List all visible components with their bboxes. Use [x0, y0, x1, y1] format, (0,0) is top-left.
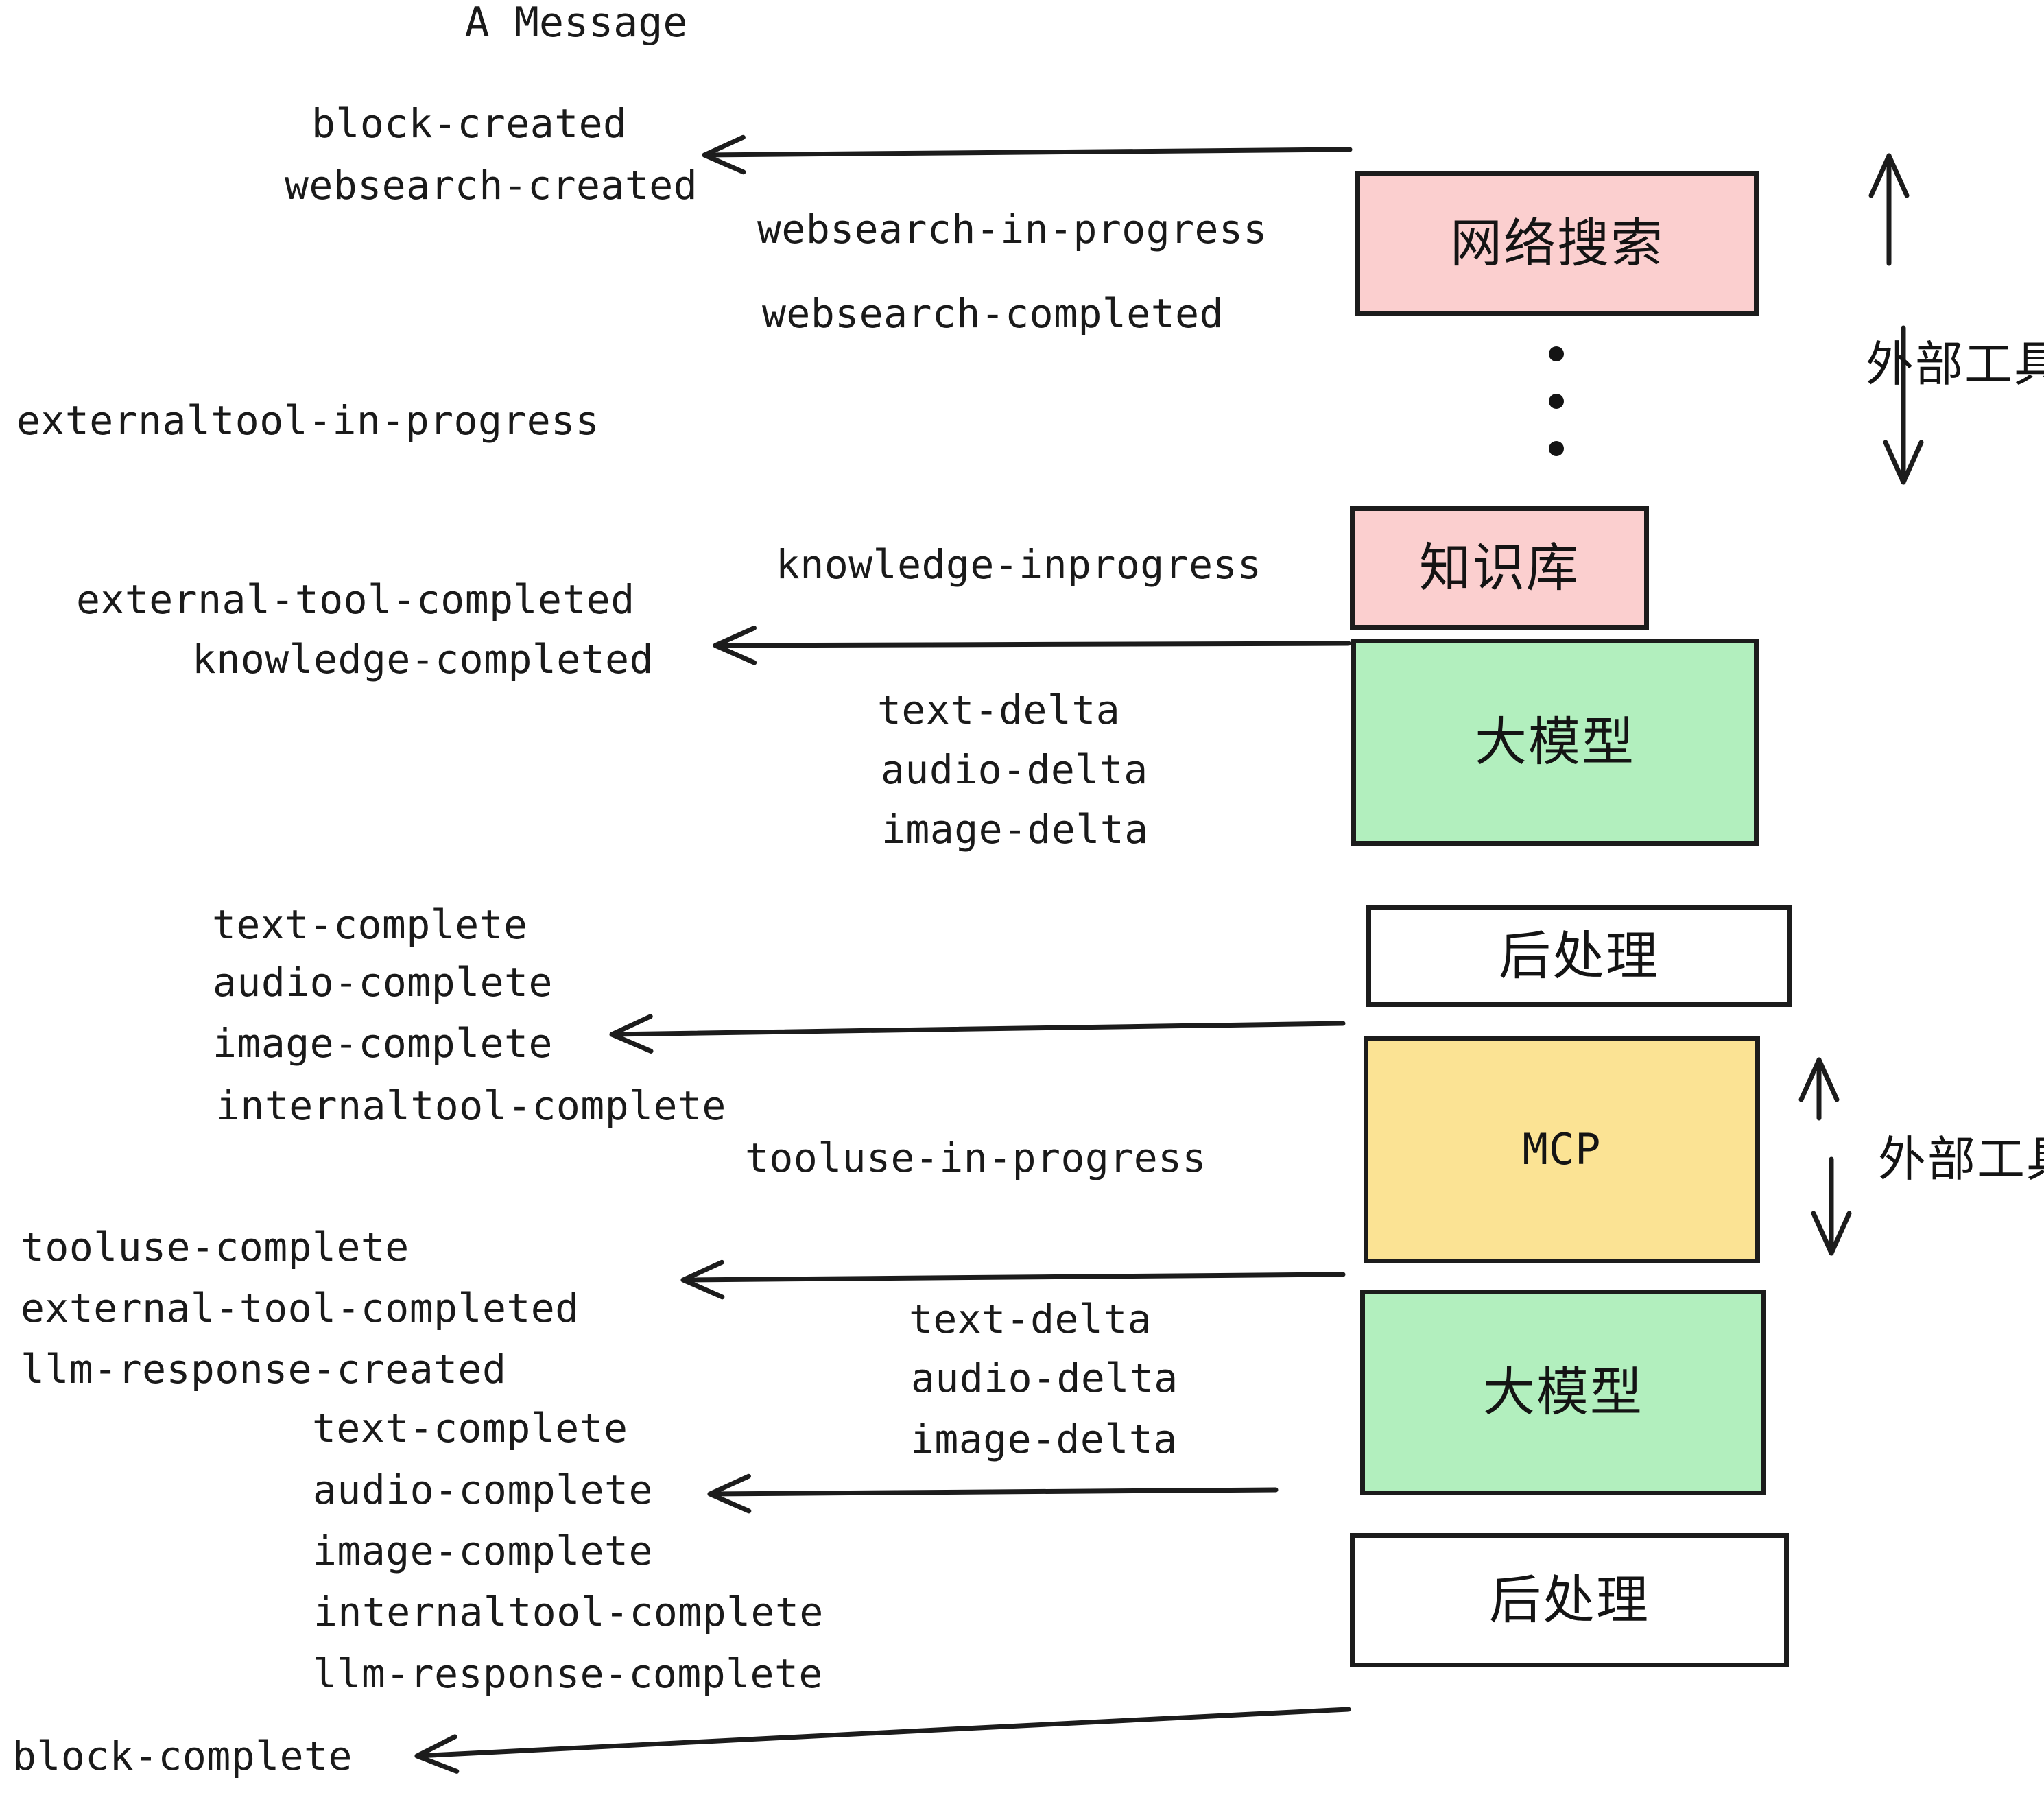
arrow-knowledge-to-complete — [713, 626, 1351, 665]
event-label-external-tool-completed-1: external-tool-completed — [76, 576, 635, 623]
event-label-knowledge-inprogress: knowledge-inprogress — [776, 541, 1262, 588]
event-label-external-tool-completed-2: external-tool-completed — [21, 1285, 580, 1331]
process-box-label: 后处理 — [1489, 1569, 1650, 1630]
process-box-llm-1: 大模型 — [1351, 639, 1759, 846]
event-label-internaltool-complete-2: internaltool-complete — [313, 1589, 824, 1635]
arrow-websearch-to-block — [702, 134, 1353, 175]
event-label-block-complete: block-complete — [12, 1733, 353, 1779]
ellipsis-dot — [1549, 394, 1564, 409]
process-box-label: MCP — [1522, 1124, 1602, 1174]
event-label-image-complete-2: image-complete — [313, 1528, 653, 1574]
event-label-tooluse-in-progress: tooluse-in-progress — [745, 1135, 1207, 1181]
event-label-text-complete-2: text-complete — [312, 1405, 628, 1451]
process-box-websearch: 网络搜索 — [1355, 171, 1759, 316]
event-label-llm-response-created: llm-response-created — [21, 1346, 507, 1392]
bracket-label-external-tool-top: 外部工具 — [1866, 336, 2044, 392]
event-label-image-delta-1: image-delta — [881, 806, 1149, 853]
process-box-llm-2: 大模型 — [1360, 1290, 1766, 1495]
event-label-text-complete-1: text-complete — [212, 901, 528, 948]
event-label-externaltool-in-progress: externaltool-in-progress — [16, 397, 600, 444]
bracket-down-2 — [1811, 1156, 1852, 1256]
event-label-llm-response-complete: llm-response-complete — [313, 1650, 823, 1697]
process-box-label: 后处理 — [1499, 925, 1659, 986]
event-label-text-delta-2: text-delta — [909, 1296, 1152, 1342]
process-box-label: 大模型 — [1483, 1362, 1643, 1423]
diagram-title: A Message — [464, 0, 688, 47]
event-label-text-delta-1: text-delta — [877, 687, 1121, 733]
bracket-label-external-tool-bottom: 外部工具 — [1878, 1131, 2044, 1187]
event-label-websearch-in-progress: websearch-in-progress — [757, 206, 1268, 252]
event-label-audio-complete-1: audio-complete — [213, 959, 553, 1006]
vertical-ellipsis — [1549, 346, 1564, 456]
event-label-image-delta-2: image-delta — [910, 1416, 1178, 1462]
process-box-postprocess-2: 后处理 — [1350, 1533, 1789, 1667]
ellipsis-dot — [1549, 441, 1564, 456]
event-label-audio-delta-2: audio-delta — [911, 1355, 1178, 1401]
event-label-audio-delta-1: audio-delta — [881, 746, 1148, 793]
ellipsis-dot — [1549, 346, 1564, 361]
arrow-llm2-to-tooluse — [680, 1259, 1346, 1300]
bracket-up-2 — [1798, 1057, 1840, 1121]
process-box-label: 网络搜索 — [1450, 213, 1664, 274]
event-label-internaltool-complete-1: internaltool-complete — [216, 1082, 726, 1129]
arrow-mcp-to-image — [609, 1014, 1346, 1054]
process-box-knowledge: 知识库 — [1350, 506, 1649, 630]
event-label-image-complete-1: image-complete — [213, 1020, 553, 1067]
process-box-mcp: MCP — [1364, 1036, 1760, 1263]
process-box-label: 知识库 — [1419, 537, 1580, 598]
event-label-knowledge-completed: knowledge-completed — [192, 636, 654, 683]
event-label-block-created: block-created — [311, 100, 628, 147]
process-box-postprocess-1: 后处理 — [1366, 905, 1792, 1007]
arrow-post2-to-blockcomp — [414, 1707, 1351, 1774]
event-label-audio-complete-2: audio-complete — [313, 1467, 653, 1513]
event-label-websearch-completed: websearch-completed — [762, 290, 1224, 337]
event-label-websearch-created: websearch-created — [285, 162, 698, 209]
process-box-label: 大模型 — [1475, 711, 1635, 772]
arrow-llm2-to-audio — [707, 1473, 1279, 1514]
event-label-tooluse-complete: tooluse-complete — [21, 1224, 409, 1270]
bracket-up-1 — [1868, 153, 1910, 266]
